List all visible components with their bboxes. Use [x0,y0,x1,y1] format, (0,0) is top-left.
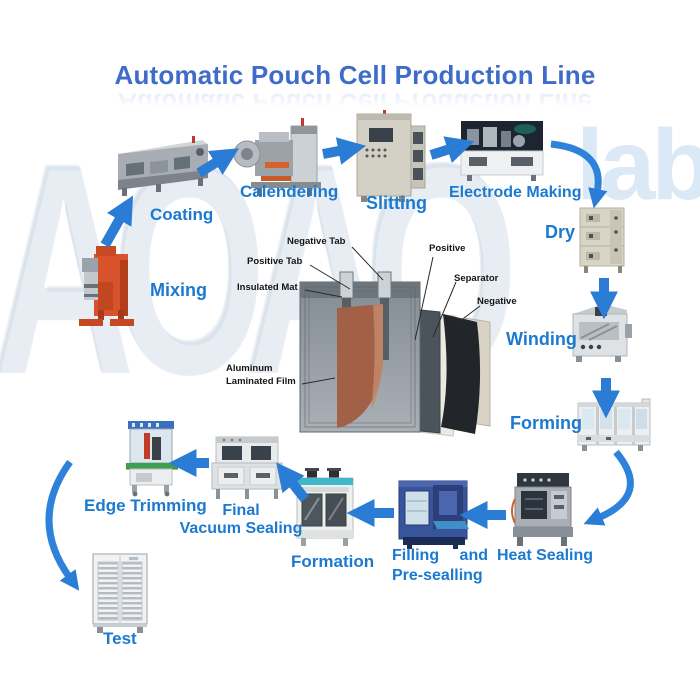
arrow-forming-to-heat-sealing [583,449,634,526]
filling-presealing-machine-icon [395,475,471,554]
stage-label-electrode-making: Electrode Making [449,184,582,201]
stage-label-final-line1: Final [222,502,260,519]
stage-label-test: Test [103,629,137,648]
cell-label-separator: Separator [454,273,499,284]
formation-machine-icon [295,468,357,553]
cell-negative-tab [377,271,392,299]
stage-label-slitting: Slitting [366,193,427,213]
coating-machine-icon [106,132,212,211]
page-title: Automatic Pouch Cell Production Line [114,60,596,90]
stage-label-calendering: Calendering [240,182,339,201]
stage-label-final-line2: Vacuum Sealing [179,520,303,537]
cell-pouch-top [300,282,420,298]
cell-negative-sheet [441,314,481,434]
calendering-machine-icon [233,116,329,205]
cell-label-positive: Positive [429,243,466,254]
cell-label-aluminum-line2: Laminated Film [226,376,296,387]
stage-label-filling-line1: Filling and [392,547,488,564]
stage-label-forming: Forming [510,413,582,433]
edge-trimming-machine-icon [122,419,182,502]
stage-label-dry: Dry [545,222,576,242]
stage-label-winding: Winding [506,329,577,349]
stage-label-mixing: Mixing [150,280,207,300]
cell-label-aluminum-line1: Aluminum [226,363,273,374]
stage-label-heat-sealing: Heat Sealing [497,547,594,564]
cell-label-negative: Negative [477,296,517,307]
stage-label-coating: Coating [150,205,214,224]
electrode-making-machine-icon [459,119,545,188]
cell-label-positive-tab: Positive Tab [247,256,303,267]
cell-label-aluminum-laminated-film: Aluminum Laminated Film [226,362,296,388]
cell-positive-electrode [337,304,383,428]
winding-machine-icon [569,302,633,369]
dry-oven-icon [576,206,632,279]
forming-machine-icon [576,395,652,458]
stage-label-filling-line2: Pre-sealling [392,567,483,584]
arrow-edge-trimming-to-test [45,459,80,591]
heat-sealing-machine-icon [509,469,579,554]
cell-positive-tab [339,271,354,299]
cell-label-negative-tab: Negative Tab [287,236,346,247]
cell-label-leader-lines [301,246,481,385]
test-cabinet-icon [89,552,151,639]
mixing-machine-icon [74,240,138,341]
stage-label-final-vacuum-sealing: Final Vacuum Sealing [178,502,304,538]
stage-label-edge-trimming: Edge Trimming [84,496,207,515]
stage-label-formation: Formation [291,552,375,571]
final-vacuum-sealing-machine-icon [210,433,284,506]
pouch-cell-diagram [299,246,491,437]
cell-label-insulated-mat: Insulated Mat [237,282,298,293]
